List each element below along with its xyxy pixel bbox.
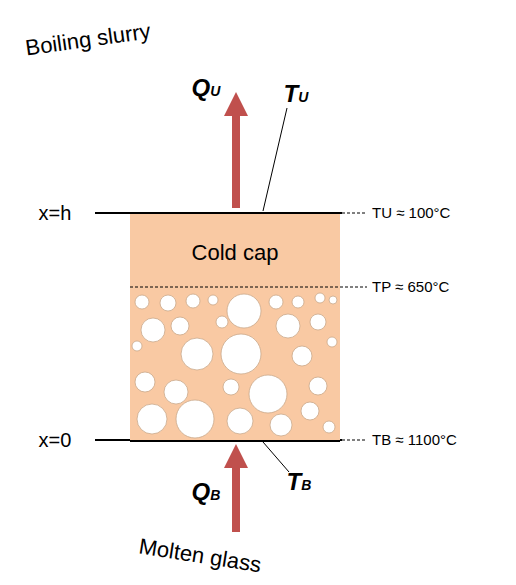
dashed-level: [130, 287, 340, 288]
gas-bubble: [249, 375, 287, 413]
temperature-value: TB ≈ 1100°C: [372, 432, 457, 449]
gas-bubble: [292, 296, 304, 308]
temperature-value: TU ≈ 100°C: [372, 205, 450, 222]
gas-bubble: [181, 338, 213, 370]
gas-bubble: [216, 316, 228, 328]
dashed-level: [342, 213, 367, 214]
gas-bubble: [301, 402, 319, 420]
gas-bubble: [137, 404, 167, 434]
temperature-value: TP ≈ 650°C: [372, 279, 449, 296]
position-label: x=0: [39, 429, 72, 451]
leader-line: [263, 442, 289, 472]
gas-bubble: [171, 317, 189, 335]
gas-bubble: [309, 377, 327, 395]
gas-bubble: [223, 379, 239, 395]
dashed-level: [342, 440, 367, 441]
gas-bubble: [315, 293, 325, 303]
gas-bubble: [292, 346, 312, 366]
flow-label: Molten glass: [137, 534, 263, 577]
dashed-level: [340, 287, 367, 288]
gas-bubble: [227, 408, 253, 434]
heat-arrow: [232, 456, 240, 532]
gas-bubble: [160, 295, 176, 311]
gas-bubble: [164, 380, 188, 404]
gas-bubble: [186, 294, 200, 308]
gas-bubble: [135, 295, 149, 309]
heat-arrow: [232, 104, 240, 208]
gas-bubble: [141, 318, 165, 342]
gas-bubble: [208, 295, 218, 305]
leader-line: [263, 108, 287, 211]
gas-bubble: [176, 400, 214, 438]
temperature-symbol: TU: [284, 81, 309, 107]
position-label: x=h: [39, 202, 72, 224]
gas-bubble: [135, 372, 155, 392]
gas-bubble: [310, 314, 326, 330]
gas-bubble: [132, 341, 142, 351]
flow-label: Boiling slurry: [24, 19, 152, 60]
gas-bubble: [221, 334, 261, 374]
gas-bubble: [276, 314, 300, 338]
heat-flux-symbol: QU: [192, 75, 221, 101]
temperature-symbol: TB: [287, 469, 312, 495]
node-title: Cold cap: [130, 240, 340, 266]
gas-bubble: [227, 294, 261, 328]
heat-flux-symbol: QB: [192, 479, 221, 505]
gas-bubble: [270, 414, 292, 436]
gas-bubble: [327, 337, 337, 347]
gas-bubble: [329, 296, 337, 304]
cold-cap-box: Cold cap: [130, 212, 340, 442]
gas-bubble: [323, 421, 335, 433]
gas-bubble: [269, 295, 283, 309]
